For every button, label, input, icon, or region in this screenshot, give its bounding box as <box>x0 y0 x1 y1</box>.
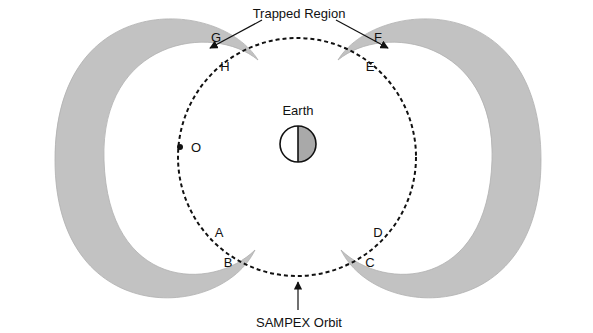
earth-label: Earth <box>278 104 318 117</box>
leader-arrow <box>210 20 262 48</box>
point-label: E <box>366 60 375 73</box>
region-label: Trapped Region <box>253 7 346 20</box>
terminator-line <box>297 126 299 162</box>
leader-arrow <box>336 20 388 48</box>
orbit-point <box>177 144 183 150</box>
earth-night-side <box>298 126 316 162</box>
point-label: O <box>191 141 201 154</box>
point-label: G <box>211 31 221 44</box>
point-label: F <box>374 31 382 44</box>
trapped-region-left <box>55 19 258 298</box>
trapped-region-right <box>338 19 541 298</box>
earth-node: Earth <box>278 104 318 164</box>
region-label: SAMPEX Orbit <box>256 316 342 329</box>
point-label: D <box>373 226 382 239</box>
sampex-orbit <box>178 38 416 276</box>
point-label: C <box>365 256 374 269</box>
point-label: B <box>224 256 233 269</box>
point-label: A <box>215 226 224 239</box>
leader-arrow <box>297 282 298 310</box>
point-label: H <box>220 60 229 73</box>
earth-outline <box>280 126 316 162</box>
